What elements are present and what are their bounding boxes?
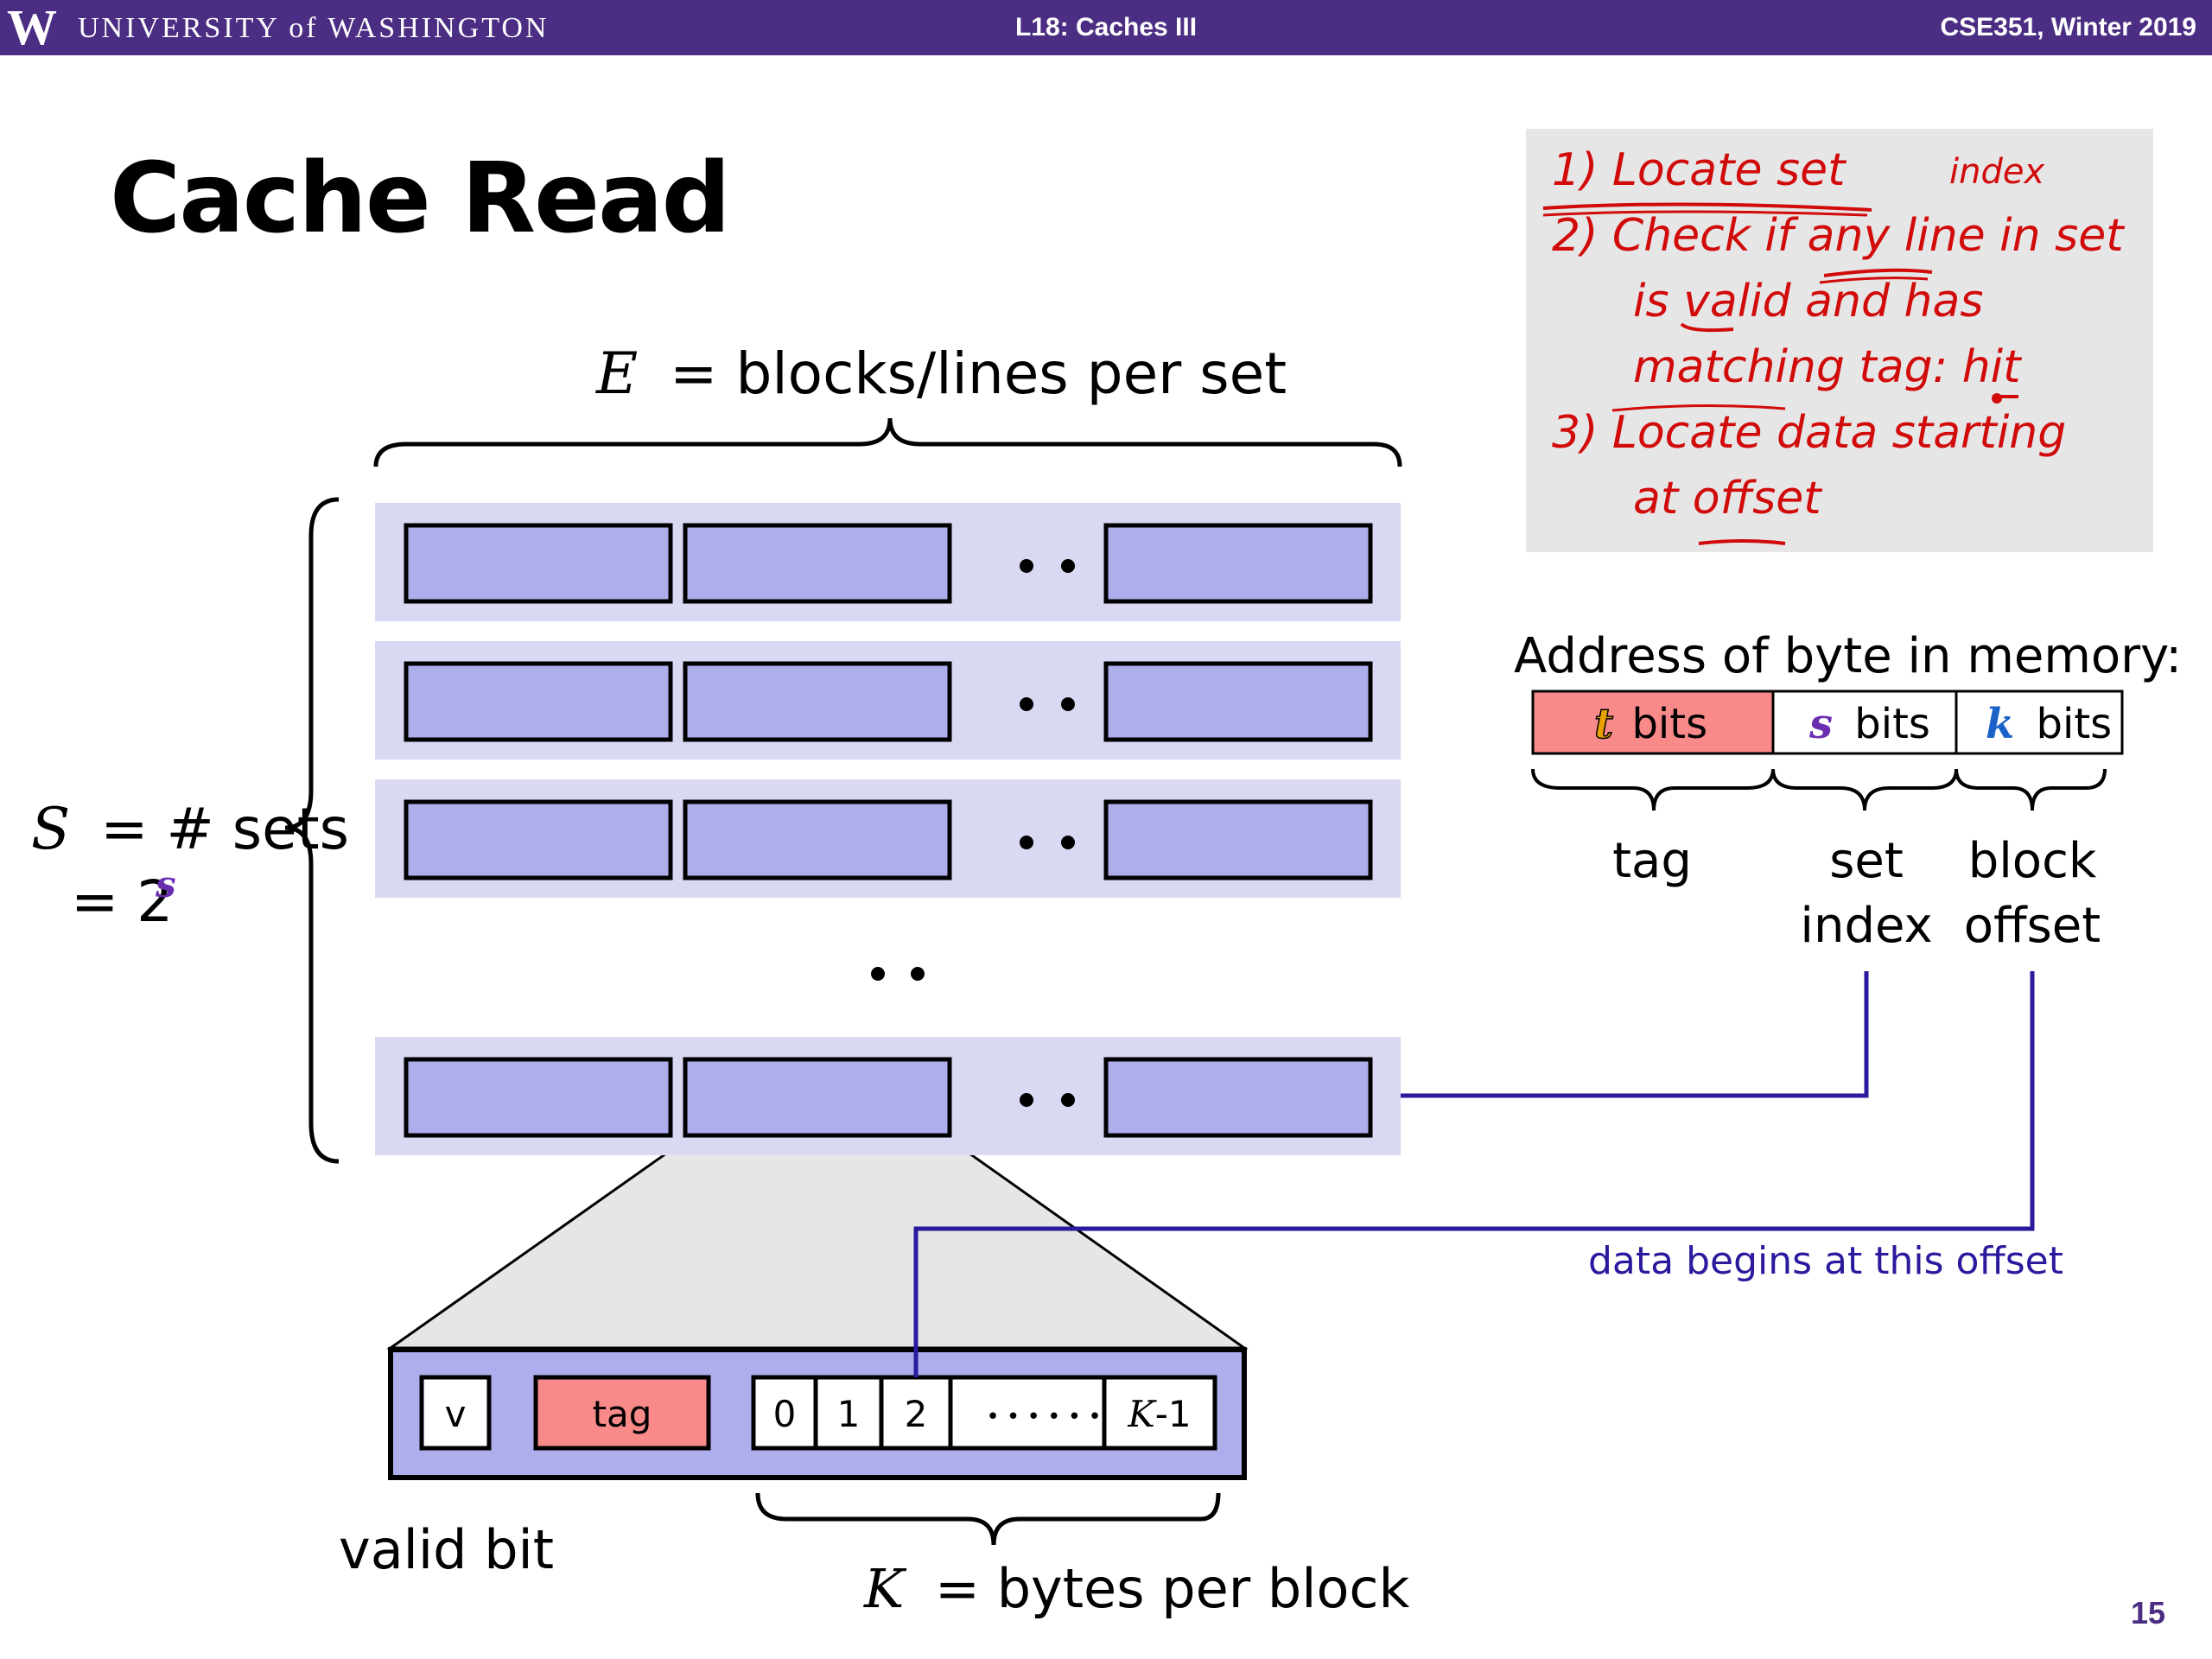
tag-cell [533, 1375, 711, 1451]
page-number: 15 [2130, 1595, 2165, 1630]
university-name: UNIVERSITY of WASHINGTON [78, 12, 550, 44]
set-index-label-1: set [1829, 833, 1904, 889]
cache-line [1103, 799, 1373, 880]
zoom-trapezoid [386, 1137, 1249, 1350]
svg-text:s bits: s bits [1808, 700, 1930, 748]
svg-text:v: v [445, 1393, 467, 1435]
lecture-title: L18: Caches III [1014, 13, 1198, 41]
block-offset-brace [1955, 768, 2107, 811]
step-3-cont: at offset [1633, 473, 1821, 524]
e-brace [373, 417, 1402, 467]
tag-brace [1531, 768, 1775, 811]
set-row-2 [375, 641, 1401, 760]
uw-logo-icon: W [7, 0, 57, 55]
valid-bit-label: valid bit [339, 1518, 554, 1581]
s-equation: = 2 [71, 868, 173, 935]
steps-note: 1) Locate set 2) Check if any line in se… [1526, 129, 2153, 552]
expanded-line: v tag 0 1 2 • • • • • • K-1 [388, 1347, 1247, 1480]
vertical-ellipsis [871, 967, 885, 981]
set-index-connector [1401, 971, 1869, 1098]
k-bits-field [1955, 690, 2124, 755]
block-offset-label-2: offset [1964, 898, 2101, 954]
data-block [751, 1375, 1217, 1451]
svg-text:t bits: t bits [1594, 700, 1707, 748]
step-2: 2) Check if any line in set [1552, 210, 2124, 262]
address-fields: t bits s bits k bits [1531, 690, 2124, 755]
s-label: S = # sets [31, 796, 349, 862]
set-index-brace [1771, 768, 1958, 811]
set-row-1 [375, 503, 1401, 621]
offset-connector [913, 971, 2035, 1377]
data-begins-label: data begins at this offset [1588, 1239, 2063, 1283]
block-offset-label-1: block [1968, 833, 2097, 889]
set-row-3 [375, 779, 1401, 898]
index-annotation: index [1949, 152, 2045, 192]
set-row-last [375, 1037, 1401, 1155]
byte-dots: • • • • • • [986, 1404, 1101, 1430]
cache-line [1103, 1057, 1373, 1138]
step-2-cont-2: matching tag: hit [1633, 341, 2021, 393]
cache-line [683, 523, 952, 604]
cache-line [683, 661, 952, 742]
byte-0: 0 [773, 1393, 797, 1435]
byte-2: 2 [905, 1393, 928, 1435]
cache-line [404, 1057, 673, 1138]
s-bits-field [1771, 690, 1958, 755]
cache-line [404, 799, 673, 880]
tag-label: tag [1612, 833, 1692, 889]
k-brace [755, 1492, 1221, 1546]
e-label: E = blocks/lines per set [595, 340, 1287, 407]
byte-1: 1 [837, 1393, 861, 1435]
svg-text:k bits: k bits [1986, 700, 2112, 748]
step-2-cont: is valid and has [1633, 276, 1984, 327]
cache-line-selected [683, 1057, 952, 1138]
step-1: 1) Locate set [1552, 144, 1846, 196]
cache-line [404, 523, 673, 604]
course-name: CSE351, Winter 2019 [1940, 13, 2196, 41]
ink-annotations [1542, 202, 2018, 545]
s-brace [284, 497, 340, 1164]
step-3: 3) Locate data starting [1552, 407, 2067, 459]
cache-line [404, 661, 673, 742]
address-title: Address of byte in memory: [1514, 628, 2182, 684]
k-label: K = bytes per block [863, 1557, 1410, 1620]
set-index-label-2: index [1800, 898, 1932, 954]
valid-cell [419, 1375, 492, 1451]
cache-line [683, 799, 952, 880]
byte-last: K-1 [1127, 1393, 1191, 1435]
cache-line [1103, 523, 1373, 604]
slide-title: Cache Read [110, 143, 731, 255]
t-bits-field [1531, 690, 1775, 755]
header-bar: W UNIVERSITY of WASHINGTON L18: Caches I… [0, 0, 2212, 55]
s-exponent: s [155, 863, 176, 906]
svg-text:tag: tag [593, 1393, 652, 1435]
cache-line [1103, 661, 1373, 742]
